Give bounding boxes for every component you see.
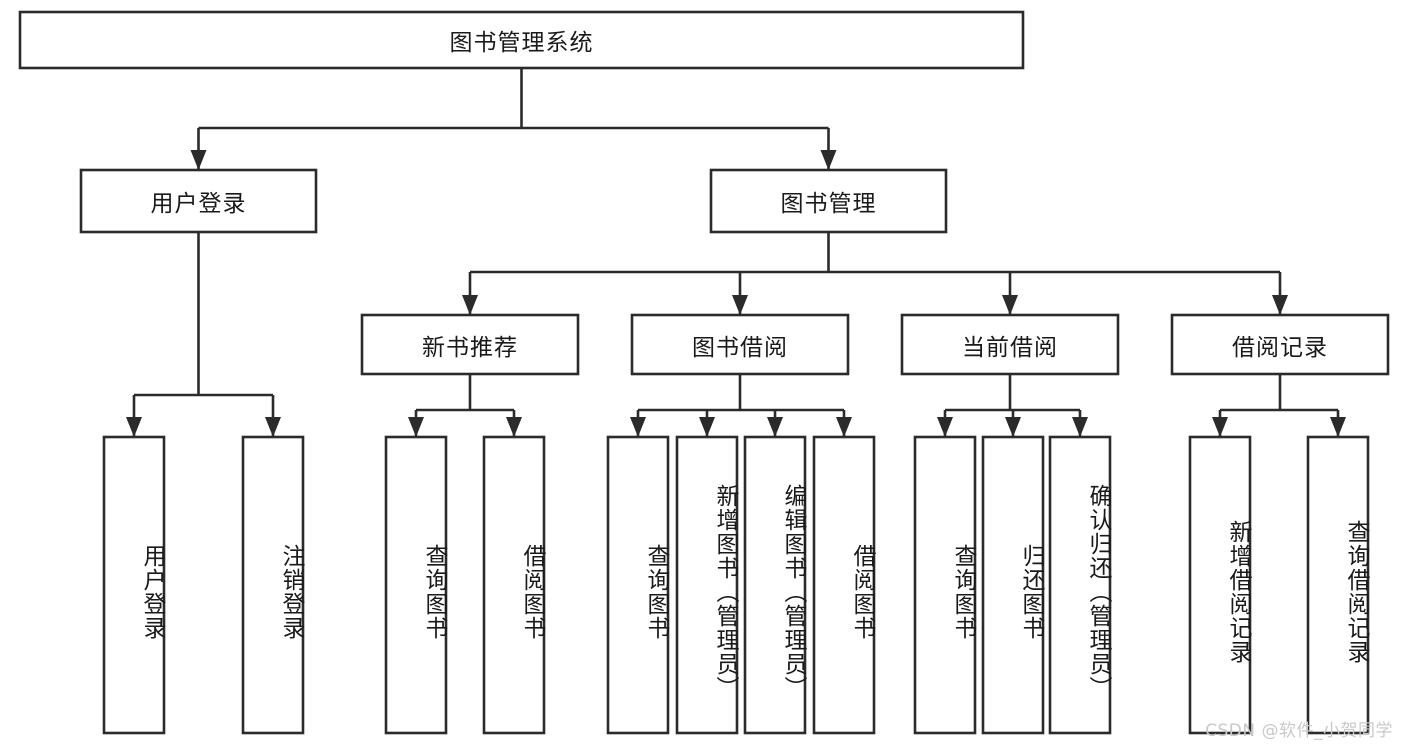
arrow-head-icon-new-book-rec: [462, 295, 478, 315]
arrow-head-icon-leaf-query-record: [1330, 417, 1346, 437]
arrow-head-icon-leaf-borrow-book-2: [836, 417, 852, 437]
node-box-leaf-confirm-return[interactable]: [1048, 435, 1112, 735]
node-box-borrow-record[interactable]: [1170, 313, 1390, 376]
node-box-book-borrow[interactable]: [630, 313, 850, 376]
arrow-head-icon-book-borrow: [732, 295, 748, 315]
arrow-head-icon-leaf-return-book: [1005, 417, 1021, 437]
arrow-head-icon-leaf-borrow-book-1: [506, 417, 522, 437]
arrow-head-icon-user-login: [190, 150, 207, 170]
arrow-head-icon-leaf-query-book-1: [408, 417, 424, 437]
connector-layer: [126, 68, 1346, 437]
node-box-leaf-logout[interactable]: [241, 435, 305, 735]
arrow-head-icon-leaf-logout: [265, 417, 281, 437]
arrow-head-icon-borrow-record: [1272, 295, 1288, 315]
node-box-root[interactable]: [18, 10, 1025, 70]
arrow-head-icon-leaf-confirm-return: [1072, 417, 1088, 437]
arrow-head-icon-leaf-query-book-3: [937, 417, 953, 437]
arrow-head-icon-leaf-user-login: [126, 417, 142, 437]
node-box-leaf-borrow-book-2[interactable]: [812, 435, 876, 735]
node-layer: [18, 10, 1390, 735]
arrow-head-icon-leaf-add-book: [699, 417, 715, 437]
node-box-leaf-query-book-2[interactable]: [606, 435, 670, 735]
node-box-user-login[interactable]: [79, 168, 318, 234]
node-box-current-borrow[interactable]: [900, 313, 1120, 376]
node-box-leaf-query-record[interactable]: [1306, 435, 1370, 735]
node-box-leaf-edit-book[interactable]: [743, 435, 807, 735]
arrow-head-icon-leaf-edit-book: [767, 417, 783, 437]
arrow-head-icon-leaf-query-book-2: [630, 417, 646, 437]
arrow-head-icon-leaf-add-record: [1212, 417, 1228, 437]
node-box-new-book-rec[interactable]: [360, 313, 580, 376]
node-box-leaf-query-book-3[interactable]: [913, 435, 977, 735]
node-box-leaf-return-book[interactable]: [981, 435, 1045, 735]
watermark-text: CSDN @软件_小贺同学: [1205, 721, 1393, 741]
arrow-head-icon-book-manage: [820, 150, 837, 170]
node-box-leaf-borrow-book-1[interactable]: [482, 435, 546, 735]
node-box-book-manage[interactable]: [709, 168, 948, 234]
node-box-leaf-query-book-1[interactable]: [384, 435, 448, 735]
node-box-leaf-add-record[interactable]: [1188, 435, 1252, 735]
node-box-leaf-user-login[interactable]: [102, 435, 166, 735]
node-box-leaf-add-book[interactable]: [675, 435, 739, 735]
arrow-head-icon-current-borrow: [1002, 295, 1018, 315]
